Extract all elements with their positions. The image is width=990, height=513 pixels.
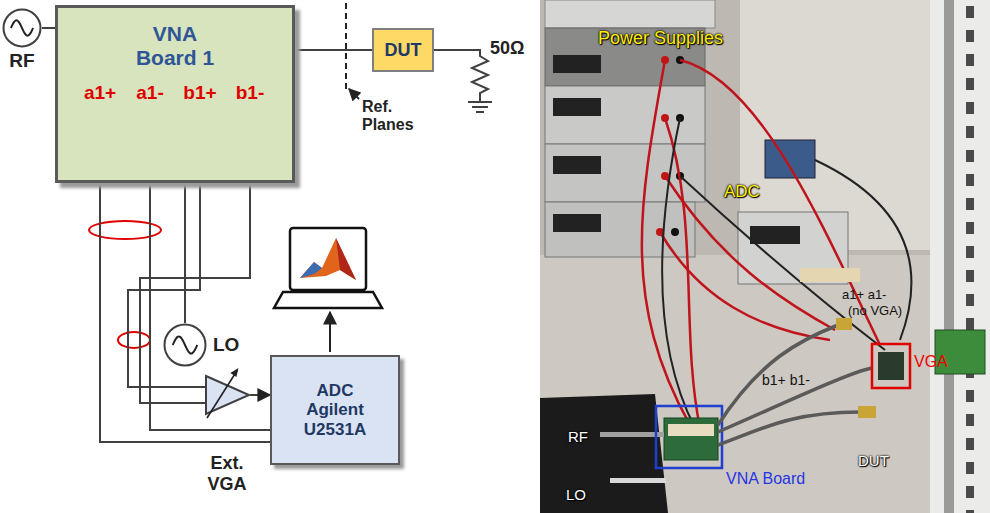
sma-connector <box>858 406 876 418</box>
tape <box>800 268 860 282</box>
photo-callout: ADC <box>724 182 760 202</box>
dut-box: DUT <box>372 28 434 72</box>
node-text: ADC Agilent U2531A <box>288 381 383 440</box>
load-value: 50Ω <box>490 38 524 59</box>
signal-wire <box>295 49 372 51</box>
ground-symbol <box>468 102 492 112</box>
variable-gain-arrow <box>207 370 237 418</box>
photo-background <box>540 0 990 513</box>
tape <box>668 424 714 436</box>
instrument-display <box>553 98 601 116</box>
signal-wire <box>128 183 250 403</box>
signal-wire <box>42 27 55 29</box>
pair-marker <box>118 332 150 348</box>
node-heading: RF <box>0 50 48 72</box>
reference-plane-line <box>345 3 347 92</box>
laptop-screen <box>290 228 366 290</box>
lo-source: LO <box>163 323 207 367</box>
signal-wire <box>100 183 270 442</box>
source-circle <box>165 325 206 366</box>
variable-gain-arrow-head <box>230 368 238 377</box>
rf-source-shape <box>2 8 42 48</box>
instrument-display <box>553 55 601 73</box>
rack-rail <box>944 0 954 513</box>
instrument-display <box>750 226 800 244</box>
lab-bench <box>540 255 990 513</box>
vna-highlight <box>656 406 722 468</box>
adc-box: ADC Agilent U2531A <box>270 355 400 465</box>
photo-callout: VNA Board <box>726 470 805 488</box>
vna-pcb <box>664 418 718 460</box>
black-wires <box>662 118 911 428</box>
matlab-logo <box>336 238 356 280</box>
node-text: DUT <box>385 40 422 61</box>
coax-cable <box>718 368 872 432</box>
binding-post <box>671 228 679 236</box>
vga-amplifier: Ext. VGA <box>205 375 250 415</box>
black-wire <box>662 118 695 428</box>
black-wire <box>680 176 885 350</box>
photo-callout: VGA <box>914 353 948 371</box>
coax-cable <box>718 412 860 445</box>
instrument-case <box>545 0 715 28</box>
coax-cables <box>718 325 872 445</box>
vga-highlight <box>872 344 910 388</box>
lo-source-shape <box>163 323 207 367</box>
red-wire <box>665 118 700 428</box>
power-supply <box>545 202 695 257</box>
red-wires <box>642 60 880 428</box>
sma-connector <box>836 318 852 330</box>
adc-module <box>765 140 815 178</box>
sine-symbol <box>173 337 198 354</box>
photo-callout: DUT <box>858 452 889 469</box>
signal-wire <box>184 183 186 323</box>
rf-cable <box>600 432 664 437</box>
data-arrow <box>329 312 331 352</box>
photo-callout: Power Supplies <box>598 28 723 49</box>
matlab-logo <box>300 262 322 278</box>
signal-wire <box>250 394 270 396</box>
equipment-rack <box>930 0 990 513</box>
termination-resistor <box>434 50 492 112</box>
lo-cable <box>610 478 666 483</box>
instrument-display <box>553 156 601 174</box>
coax-cable <box>718 325 838 425</box>
photo-callout: RF <box>568 428 588 445</box>
instrument-display <box>553 214 601 232</box>
matlab-logo <box>300 238 356 280</box>
photo-callout: LO <box>566 486 586 503</box>
breadboard <box>540 394 668 513</box>
rack-holes <box>958 0 984 513</box>
photo-callout: b1+ b1- <box>762 372 810 388</box>
pin-name: a1- <box>136 82 163 104</box>
laptop-icon <box>274 228 382 308</box>
pin-name: b1- <box>236 82 265 104</box>
usb-cable <box>815 160 911 340</box>
photo-callout: (no VGA) <box>848 304 902 319</box>
pin-name: a1+ <box>84 82 116 104</box>
source-circle <box>4 10 41 47</box>
rf-source: RF <box>2 8 42 48</box>
vga-amplifier-shape <box>205 375 250 415</box>
photo-callout: a1+ a1- <box>842 288 886 303</box>
node-text: VNA Board 1 <box>125 22 225 70</box>
leader-arrow <box>349 89 359 99</box>
vga-board <box>878 352 904 380</box>
power-supply <box>545 86 705 144</box>
resistor-symbol <box>434 50 488 102</box>
pin-name: b1+ <box>183 82 216 104</box>
node-heading: Ext. VGA <box>201 453 253 494</box>
sine-symbol <box>11 20 33 35</box>
reference-note: Ref. Planes <box>362 98 426 135</box>
node-heading: LO <box>213 334 253 356</box>
laptop-base <box>274 292 382 308</box>
